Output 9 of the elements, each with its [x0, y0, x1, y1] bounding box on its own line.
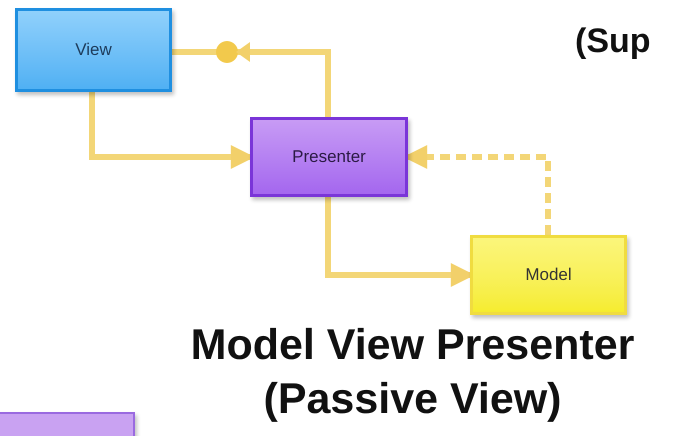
- title: Model View Presenter (Passive View): [190, 320, 636, 425]
- process-box: [250, 117, 408, 197]
- box-label: Model: [525, 264, 572, 286]
- arrow: [172, 41, 331, 117]
- box-label: Presenter: [292, 146, 366, 168]
- process-box: [470, 235, 627, 315]
- process-box: [15, 8, 172, 92]
- box-label: View: [75, 39, 112, 62]
- heading-text: (Sup: [575, 21, 651, 62]
